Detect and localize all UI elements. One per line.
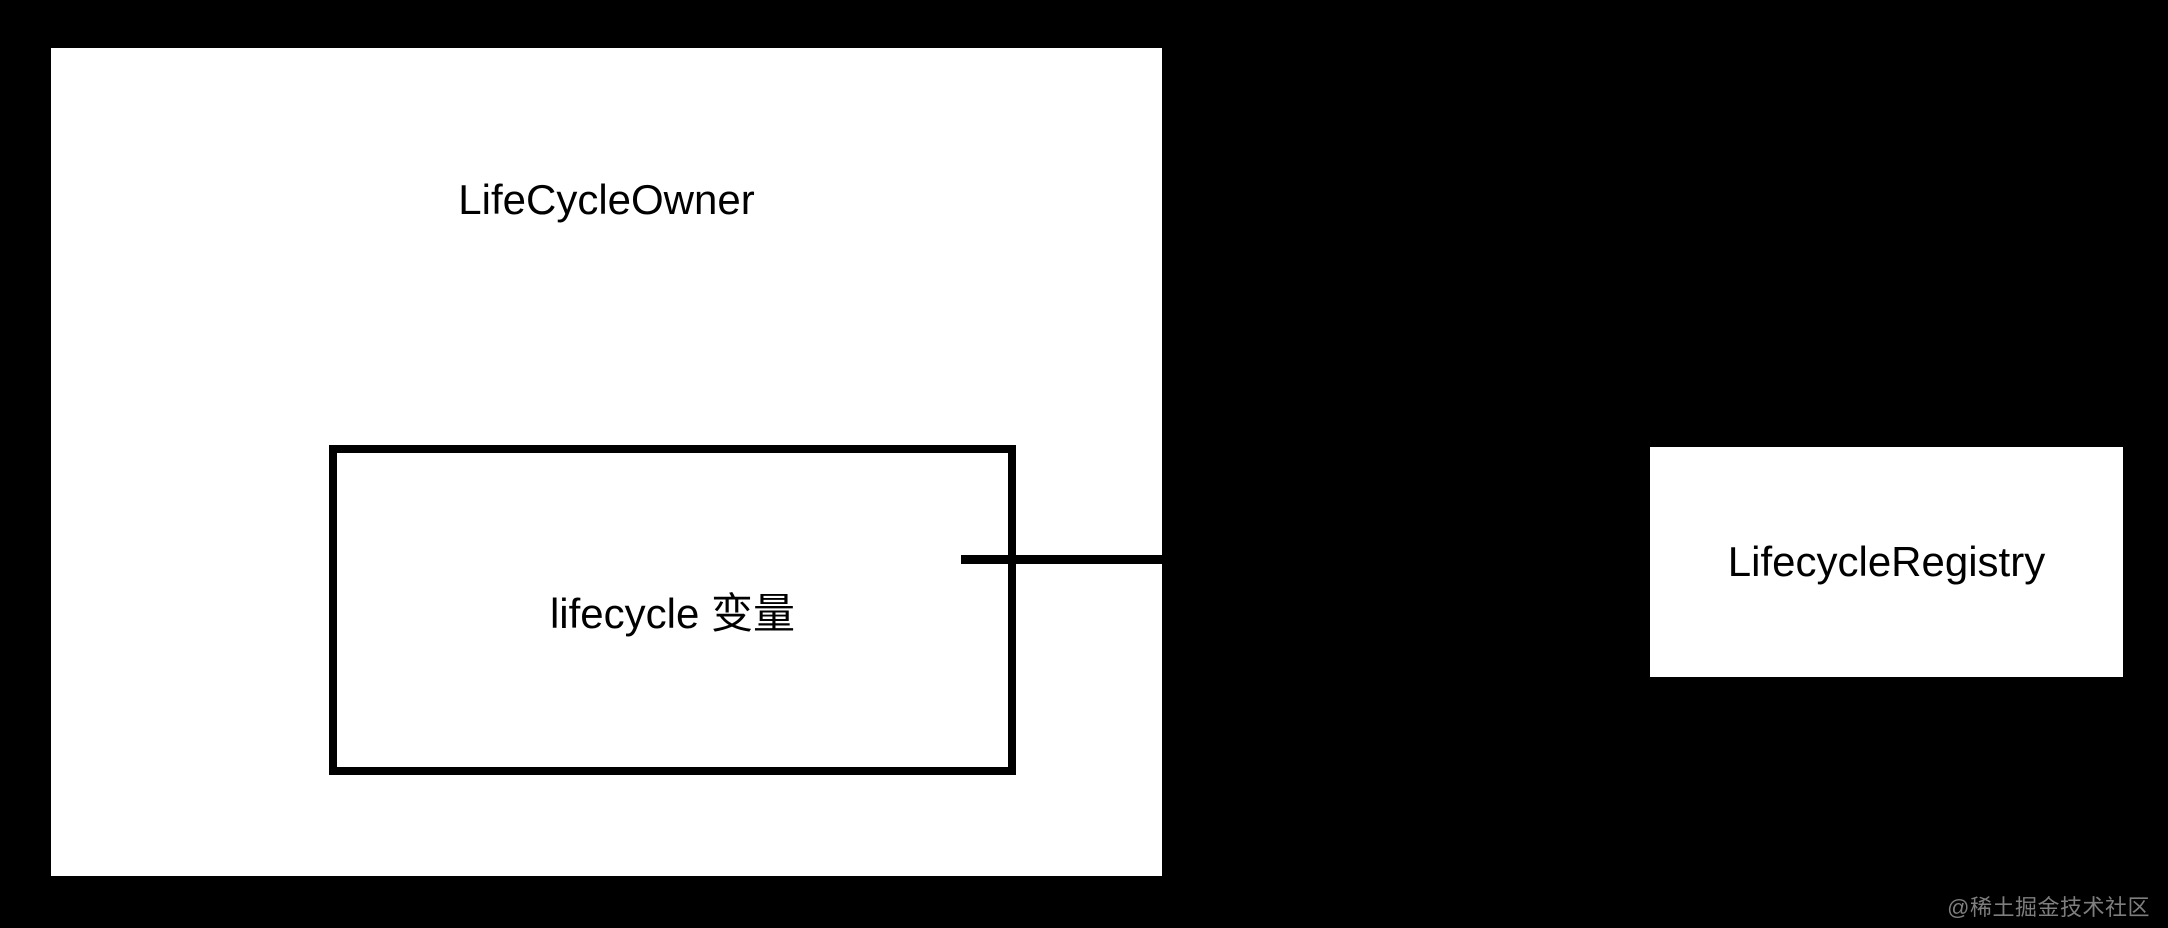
watermark: @稀土掘金技术社区 — [1947, 895, 2150, 920]
lifecycle-registry-label: LifecycleRegistry — [1727, 538, 2046, 585]
connector-line — [961, 555, 1162, 564]
lifecycle-variable-box[interactable]: lifecycle 变量 — [329, 445, 1016, 775]
lifecycle-variable-label: lifecycle 变量 — [549, 589, 796, 637]
lifecycle-owner-title: LifeCycleOwner — [458, 176, 755, 223]
lifecycle-registry-box[interactable]: LifecycleRegistry — [1650, 447, 2123, 677]
lifecycle-owner-box[interactable]: LifeCycleOwner lifecycle 变量 — [51, 48, 1162, 876]
